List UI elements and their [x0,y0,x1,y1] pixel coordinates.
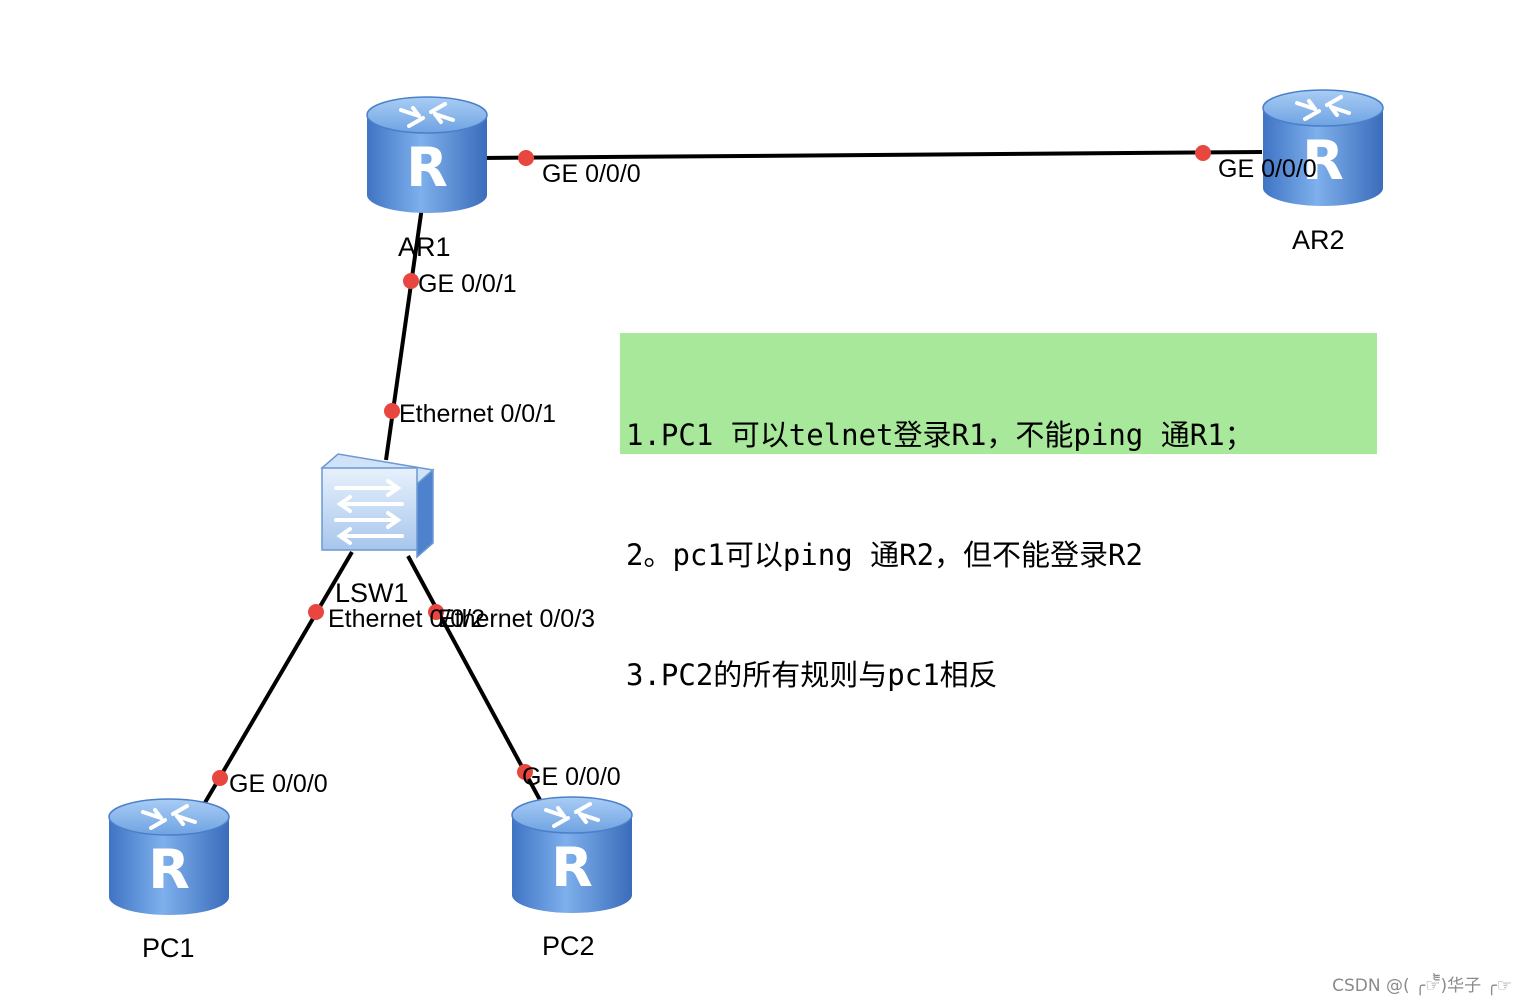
port-dot [1195,145,1211,161]
note-line: 2。pc1可以ping 通R2，但不能登录R2 [626,538,1143,572]
router-ar1-icon[interactable] [365,95,489,215]
port-dot [403,273,419,289]
router-ar2-icon[interactable] [1261,88,1385,208]
device-label-pc1: PC1 [142,933,195,963]
port-label-lsw1-eth001: Ethernet 0/0/1 [399,400,556,428]
device-label-ar2: AR2 [1292,225,1345,255]
port-dot [428,604,444,620]
note-line: 1.PC1 可以telnet登录R1，不能ping 通R1； [626,418,1254,452]
port-dot [517,764,533,780]
link-lsw1-pc2 [406,555,542,801]
port-label-ar1-ge001: GE 0/0/1 [418,270,517,298]
link-ar1-ar2 [479,150,1263,160]
port-label-ar1-ge000: GE 0/0/0 [542,160,641,188]
port-dot [384,403,400,419]
port-dot [212,770,228,786]
port-label-pc2-ge000: GE 0/0/0 [522,763,621,791]
requirements-note: 1.PC1 可以telnet登录R1，不能ping 通R1； 2。pc1可以pi… [620,333,1377,692]
port-dot [518,150,534,166]
device-label-lsw1: LSW1 [335,578,409,608]
port-label-ar2-ge000: GE 0/0/0 [1218,155,1317,183]
device-label-pc2: PC2 [542,931,595,961]
port-label-lsw1-eth002: Ethernet 0/0/2 [328,605,485,633]
port-dot [308,604,324,620]
link-lsw1-pc1 [201,550,354,808]
switch-lsw1-icon[interactable] [320,453,435,559]
device-label-ar1: AR1 [398,232,451,262]
port-dots [212,145,1211,786]
port-label-pc1-ge000: GE 0/0/0 [229,770,328,798]
router-pc1-icon[interactable] [107,797,231,917]
port-label-lsw1-eth003: Ethernet 0/0/3 [438,605,595,633]
router-pc2-icon[interactable] [510,795,634,915]
note-line: 3.PC2的所有规则与pc1相反 [626,658,998,692]
watermark: CSDN @( ╭☞᷅᷅᷅)华子 ╭☞ [1332,976,1512,996]
